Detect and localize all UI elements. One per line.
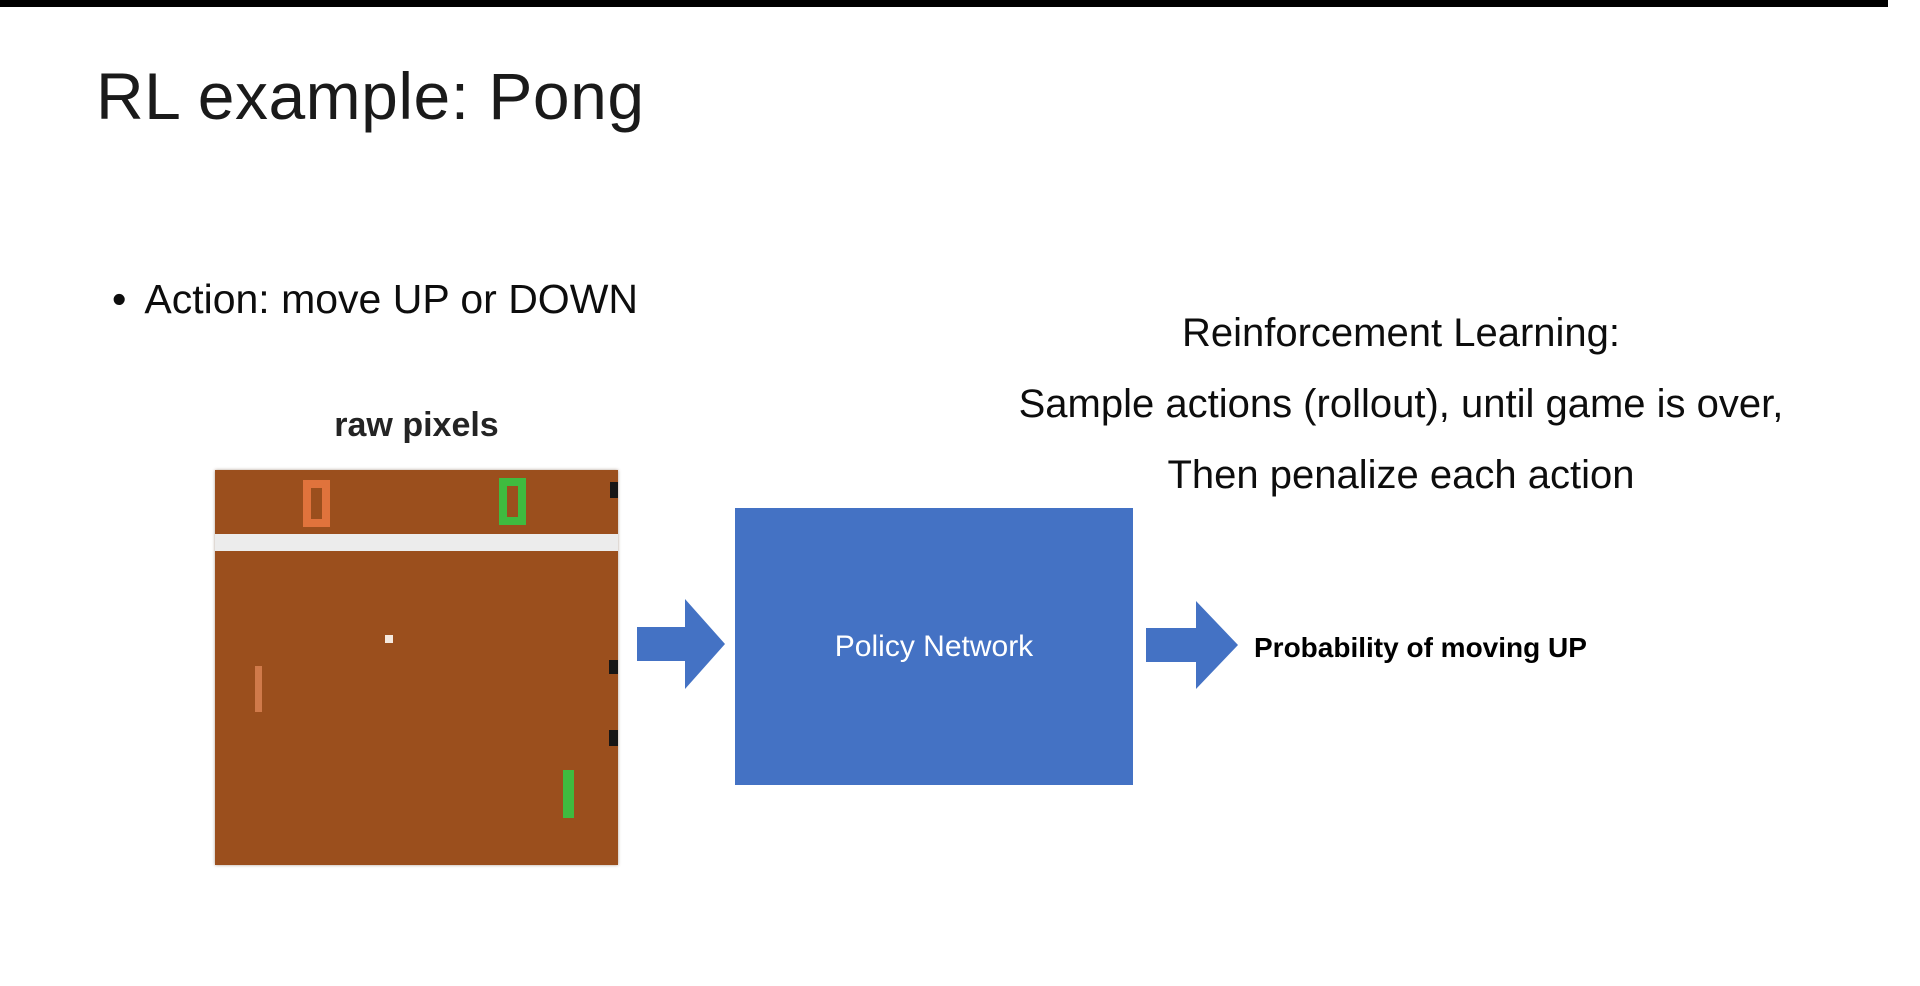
bullet-text: Action: move UP or DOWN: [144, 276, 639, 322]
pong-score-right-digit: [499, 478, 526, 525]
bullet-marker: •: [112, 276, 127, 322]
raw-pixels-label: raw pixels: [334, 406, 499, 444]
top-border-line: [0, 0, 1888, 7]
page-title: RL example: Pong: [96, 59, 645, 133]
bullet-item: • Action: move UP or DOWN: [112, 276, 638, 323]
arrow-input-icon: [637, 599, 725, 689]
pong-edge-artifact: [610, 482, 618, 498]
rl-note-line-2: Sample actions (rollout), until game is …: [1018, 382, 1784, 427]
rl-note: Reinforcement Learning: Sample actions (…: [886, 298, 1916, 512]
pong-score-left-digit: [303, 480, 330, 527]
probability-label: Probability of moving UP: [1254, 632, 1587, 663]
pong-left-paddle: [255, 666, 262, 712]
pong-top-wall: [215, 534, 618, 551]
rl-note-line-1: Reinforcement Learning:: [1181, 311, 1621, 355]
pong-ball: [385, 635, 393, 643]
pong-edge-artifact: [609, 660, 618, 674]
arrow-output-icon: [1146, 601, 1238, 689]
policy-network-box: Policy Network: [735, 508, 1133, 785]
pong-screenshot: [215, 470, 618, 865]
rl-note-line-3: Then penalize each action: [1167, 453, 1635, 498]
pong-right-paddle: [563, 770, 574, 818]
pong-edge-artifact: [609, 730, 618, 746]
policy-network-label: Policy Network: [834, 629, 1034, 663]
